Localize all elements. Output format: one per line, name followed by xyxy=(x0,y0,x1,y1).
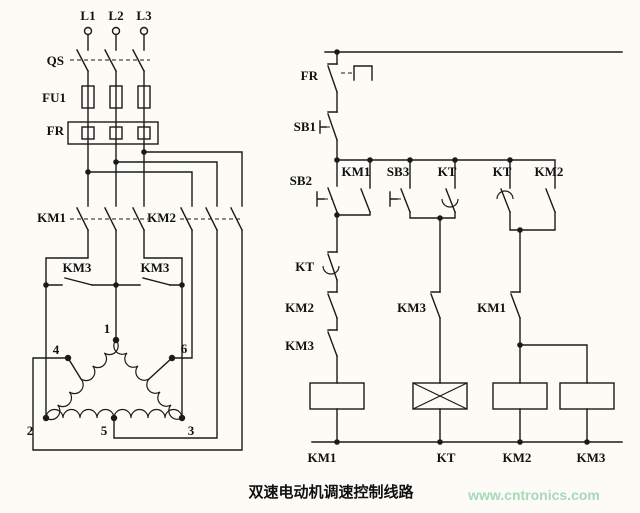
pushbutton-cap-links xyxy=(324,72,405,200)
kt-coil-label: KT xyxy=(437,450,456,465)
kt-delay-arc-branch1 xyxy=(441,198,459,208)
sb3-label: SB3 xyxy=(387,164,410,179)
kt-delay-arc-stem xyxy=(322,265,340,275)
motor-terminal-dot-4 xyxy=(64,354,72,362)
junction-dot xyxy=(507,157,513,163)
km3-coil-label: KM3 xyxy=(577,450,606,465)
watermark: www.cntronics.com xyxy=(467,487,600,503)
junction-dot xyxy=(113,282,119,288)
km3-contact-blades xyxy=(64,277,171,286)
junction-dot xyxy=(517,342,523,348)
motor-terminal-dot-1 xyxy=(112,336,120,344)
terminal-label-3: 3 xyxy=(188,423,195,438)
km1-right-label: KM1 xyxy=(477,300,506,315)
km1-label: KM1 xyxy=(37,210,66,225)
km3-coil xyxy=(559,382,615,410)
phase-label-l3: L3 xyxy=(136,8,152,23)
kt-contact2-label: KT xyxy=(493,164,512,179)
motor-terminal-dot-6 xyxy=(168,354,176,362)
km3-stem-label: KM3 xyxy=(285,338,314,353)
diagram-caption: 双速电动机调速控制线路 xyxy=(248,483,414,501)
control-contact-blades xyxy=(327,65,556,357)
km2-aux-label: KM2 xyxy=(535,164,564,179)
km2-stem-label: KM2 xyxy=(285,300,314,315)
junction-dot xyxy=(334,439,340,445)
junction-dot xyxy=(584,439,590,445)
phase-terminal-l1 xyxy=(83,26,93,36)
terminal-label-1: 1 xyxy=(104,321,111,336)
km1-aux-label: KM1 xyxy=(342,164,371,179)
power-circuit: L1 L2 L3 QS FU1 FR KM1 KM2 KM3 KM3 1 2 3… xyxy=(27,8,243,451)
km2-coil-label: KM2 xyxy=(503,450,532,465)
fuse-icon xyxy=(137,85,151,109)
phase-label-l2: L2 xyxy=(108,8,123,23)
junction-dot xyxy=(517,439,523,445)
fr-contact-bracket xyxy=(353,65,373,81)
junction-dot xyxy=(437,439,443,445)
nc-contact-bars xyxy=(327,63,521,331)
control-circuit: FR SB1 SB2 KM1 SB3 KT KT KM2 KT KM2 KM3 … xyxy=(285,49,623,465)
thermal-relay-fr xyxy=(67,121,159,145)
fuse-group-fu1 xyxy=(81,85,151,109)
junction-dot xyxy=(85,169,91,175)
phase-terminal-l2 xyxy=(111,26,121,36)
km3-left-label: KM3 xyxy=(63,260,92,275)
fuse-icon xyxy=(109,85,123,109)
junction-dot xyxy=(179,282,185,288)
km2-label: KM2 xyxy=(147,210,176,225)
motor-winding xyxy=(42,336,186,422)
heater-element-icon xyxy=(109,126,123,140)
km3-right-label: KM3 xyxy=(141,260,170,275)
km1-contact-blades xyxy=(76,207,145,231)
sb1-label: SB1 xyxy=(294,119,316,134)
junction-dot xyxy=(334,157,340,163)
km1-coil xyxy=(309,382,365,410)
control-junction-dots xyxy=(334,49,590,445)
motor-terminal-dot-5 xyxy=(110,414,118,422)
fuse-icon xyxy=(81,85,95,109)
km1-coil-label: KM1 xyxy=(308,450,337,465)
kt-stem-label: KT xyxy=(295,259,314,274)
kt-contact1-label: KT xyxy=(438,164,457,179)
terminal-label-5: 5 xyxy=(101,423,108,438)
kt-coil-cross xyxy=(412,382,468,410)
junction-dot xyxy=(334,212,340,218)
control-wires xyxy=(311,51,623,443)
junction-dot xyxy=(43,282,49,288)
fr-label: FR xyxy=(47,123,65,138)
terminal-label-2: 2 xyxy=(27,423,34,438)
qs-label: QS xyxy=(47,53,64,68)
terminal-label-6: 6 xyxy=(181,341,188,356)
kt-delay-arc-branch2 xyxy=(496,190,514,200)
junction-dot xyxy=(517,227,523,233)
heater-element-icon xyxy=(81,126,95,140)
phase-label-l1: L1 xyxy=(80,8,95,23)
qs-switch-blades xyxy=(76,49,145,72)
heater-element-icon xyxy=(137,126,151,140)
junction-dot xyxy=(407,157,413,163)
km3-mid-label: KM3 xyxy=(397,300,426,315)
winding-edge-3-1 xyxy=(113,339,183,420)
junction-dot xyxy=(141,149,147,155)
junction-dot xyxy=(367,157,373,163)
thermal-relay-box xyxy=(67,121,159,145)
fr-contact-label: FR xyxy=(301,68,319,83)
motor-terminal-dot-2 xyxy=(42,414,50,422)
pushbutton-caps xyxy=(316,120,398,207)
motor-terminal-dot-3 xyxy=(178,414,186,422)
sb2-label: SB2 xyxy=(290,173,312,188)
junction-dot xyxy=(437,215,443,221)
junction-dot xyxy=(113,159,119,165)
junction-dot xyxy=(334,49,340,55)
km2-coil xyxy=(492,382,548,410)
winding-edge-1-2 xyxy=(45,339,119,421)
junction-dot xyxy=(452,157,458,163)
phase-terminal-l3 xyxy=(139,26,149,36)
kt-coil xyxy=(412,382,468,410)
power-junction-dots xyxy=(43,149,185,288)
terminal-label-4: 4 xyxy=(53,342,60,357)
fu1-label: FU1 xyxy=(42,90,66,105)
